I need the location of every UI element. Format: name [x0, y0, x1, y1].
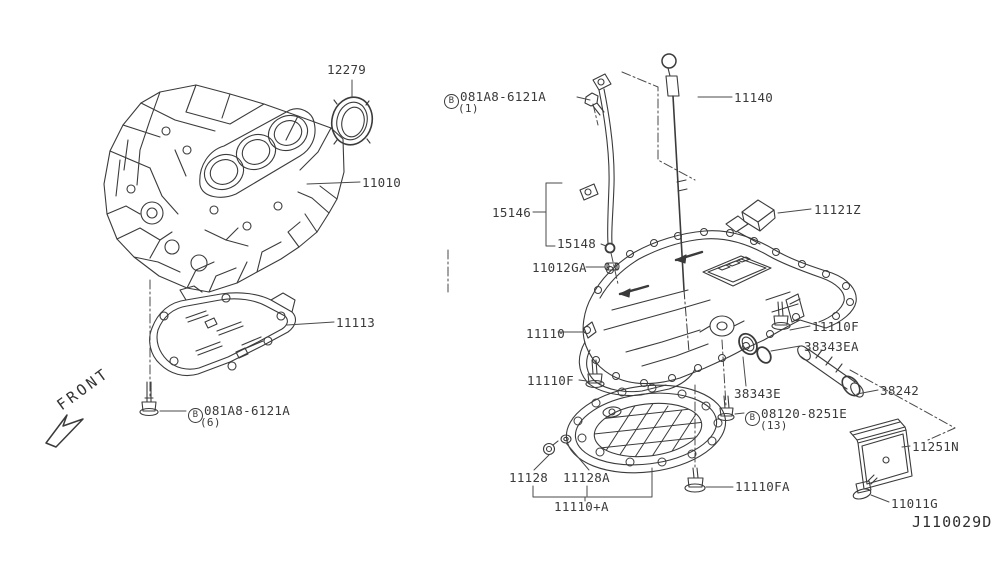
bolt-11110f-left-drawing	[585, 359, 605, 389]
part-label-pan-bolt-long-text: 08120-8251E	[761, 406, 848, 421]
part-label-drain-plug-washer: 11128A	[563, 470, 610, 485]
bolt-08120-drawing	[717, 395, 735, 422]
part-label-bolt-bottom-qty: (6)	[200, 416, 221, 429]
bolt-symbol-icon: B	[745, 411, 760, 426]
lower-oil-pan-drawing	[565, 383, 727, 474]
part-label-oil-seal: 12279	[327, 62, 367, 77]
bolt-symbol-icon: B	[188, 408, 203, 423]
part-label-gauge-tube-oring: 15148	[557, 236, 597, 251]
oil-seal-drawing	[330, 96, 374, 146]
part-label-oring-small: 38343E	[734, 386, 781, 401]
part-label-oil-cooler-tube: 38242	[880, 383, 920, 398]
part-label-gauge-tube: 15146	[492, 205, 532, 220]
part-label-cover-bolt: 11011G	[891, 496, 938, 511]
part-label-pan-bolt-fa: 11110FA	[735, 479, 790, 494]
part-label-connector: 11121Z	[814, 202, 861, 217]
leader-lines	[159, 79, 911, 503]
upper-oil-pan-drawing	[578, 228, 857, 397]
part-label-pan-bolt-right: 11110F	[812, 319, 859, 334]
part-label-oil-pan-lower: 11110+A	[554, 499, 609, 514]
part-label-bolt-bottom-text: 081A8-6121A	[204, 403, 291, 418]
part-label-baffle-plate: 11113	[336, 315, 376, 330]
part-label-drain-plug: 11128	[509, 470, 549, 485]
part-label-oil-pan-upper: 11110	[526, 326, 566, 341]
diagram-ref-code: J110029D	[912, 513, 993, 531]
bolt-11011g-drawing	[852, 474, 878, 500]
part-label-oil-level-gauge: 11140	[734, 90, 774, 105]
cylinder-block-drawing	[103, 84, 345, 293]
gauge-tube-drawing	[579, 73, 616, 254]
part-label-cover-plate: 11251N	[912, 439, 959, 454]
part-label-cylinder-block: 11010	[362, 175, 402, 190]
connector-drawing	[725, 199, 776, 245]
guide-lines	[149, 71, 956, 469]
part-label-pan-bolt-left: 11110F	[527, 373, 574, 388]
oil-tube-drawing	[797, 345, 864, 398]
bolt-11110fa-drawing	[684, 467, 706, 493]
front-arrow	[45, 414, 84, 448]
bolt-11110f-right-drawing	[771, 301, 791, 331]
part-label-bolt-top-qty: (1)	[458, 102, 479, 115]
part-label-drain-plug-gasket-upper: 11012GA	[532, 260, 587, 275]
part-label-pan-bolt-long-qty: (13)	[760, 419, 788, 432]
o-rings-drawing	[738, 332, 772, 364]
bolt-bottom-left-drawing	[139, 381, 159, 417]
bolt-symbol-icon: B	[444, 94, 459, 109]
baffle-plate-drawing	[149, 285, 297, 377]
cover-plate-drawing	[849, 418, 913, 490]
part-label-bolt-top-text: 081A8-6121A	[460, 89, 547, 104]
part-label-oring-large: 38343EA	[804, 339, 859, 354]
dipstick-drawing	[661, 53, 690, 353]
